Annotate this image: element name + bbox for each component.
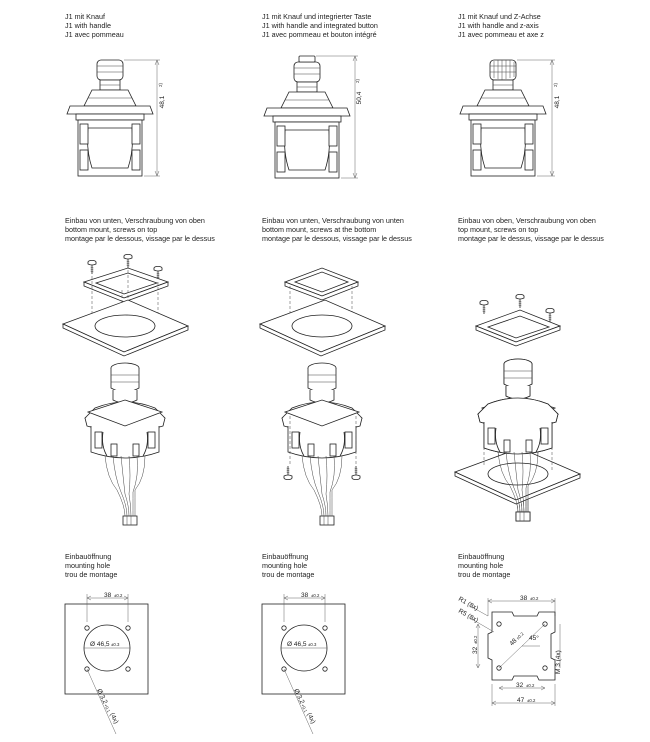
- caption-line-en: mounting hole: [458, 561, 504, 570]
- caption-line-de: Einbauöffnung: [262, 552, 309, 561]
- hole-3-caption: Einbauöffnung mounting hole trou de mont…: [458, 552, 510, 579]
- hole-1-caption: Einbauöffnung mounting hole trou de mont…: [65, 552, 117, 579]
- overall-dimension: 47: [517, 697, 525, 704]
- left-dimension: 32: [472, 646, 479, 654]
- diameter-dimension: Ø 46,5: [90, 641, 110, 648]
- mounting-hole-2: 38 ±0.2 Ø 46,5 ±0.3 Ø 3,2 +0.1 (4x): [261, 592, 346, 735]
- joystick-side-view-z-axis: 48,1 2): [459, 59, 561, 177]
- mounting-view-top-screws-top: [453, 293, 582, 522]
- caption-line-de: Einbauöffnung: [458, 552, 505, 561]
- caption-line-fr: montage par le dessous, vissage par le d…: [262, 234, 412, 243]
- r5-count: (8x): [466, 613, 479, 625]
- caption-line-en: bottom mount, screws on top: [65, 225, 158, 234]
- top-tolerance: ±0.2: [530, 596, 539, 601]
- screw-hole-count: (4x): [108, 712, 119, 725]
- mounting-view-bottom-screws-bottom: [258, 267, 387, 526]
- diagonal-dimension: 48: [508, 637, 518, 647]
- angle-dimension: 45°: [529, 634, 539, 642]
- caption-line-en: J1 with handle: [65, 21, 111, 30]
- spacing-tolerance: ±0.2: [114, 593, 123, 598]
- height-dimension: 50,4: [356, 91, 363, 104]
- screw-hole-tolerance: +0.1: [103, 703, 111, 713]
- height-dimension: 48,1: [554, 95, 561, 108]
- caption-line-en: top mount, screws on top: [458, 225, 539, 234]
- height-dimension: 48,1: [159, 95, 166, 108]
- overall-tolerance: ±0.2: [527, 698, 536, 703]
- caption-line-fr: trou de montage: [262, 570, 315, 579]
- height-note: 2): [355, 79, 360, 83]
- bottom-dimension: 32: [516, 682, 524, 689]
- screw-icon: [351, 465, 361, 481]
- caption-line-fr: J1 avec pommeau et bouton intégré: [262, 30, 377, 39]
- diameter-tolerance: ±0.3: [308, 642, 317, 647]
- screw-icon: [545, 307, 555, 323]
- caption-line-fr: J1 avec pommeau et axe z: [458, 30, 544, 39]
- caption-line-fr: montage par le dessus, vissage par le de…: [458, 234, 604, 243]
- r5-radius: R5: [457, 608, 468, 618]
- spacing-tolerance: ±0.2: [311, 593, 320, 598]
- spacing-dimension: 38: [301, 592, 309, 599]
- diameter-tolerance: ±0.3: [111, 642, 120, 647]
- variant-2-caption: J1 mit Knauf und integrierter Taste J1 w…: [262, 12, 378, 39]
- caption-line-fr: montage par le dessous, vissage par le d…: [65, 234, 215, 243]
- r1-radius: R1: [457, 596, 468, 606]
- caption-line-fr: trou de montage: [65, 570, 118, 579]
- screw-hole-count: (4x): [305, 712, 316, 725]
- thread-dimension: M 3 (4x): [555, 650, 562, 674]
- caption-line-en: mounting hole: [262, 561, 308, 570]
- mounting-3-caption: Einbau von oben, Verschraubung von oben …: [458, 216, 604, 243]
- caption-line-de: Einbauöffnung: [65, 552, 112, 561]
- top-dimension: 38: [520, 595, 528, 602]
- mounting-2-caption: Einbau von unten, Verschraubung von unte…: [262, 216, 412, 243]
- variant-3-caption: J1 mit Knauf und Z-Achse J1 with handle …: [458, 12, 544, 39]
- caption-line-de: J1 mit Knauf: [65, 12, 105, 21]
- hole-2-caption: Einbauöffnung mounting hole trou de mont…: [262, 552, 314, 579]
- joystick-side-view-button: 50,4 2): [263, 55, 363, 179]
- screw-hole-tolerance: +0.1: [300, 703, 308, 713]
- caption-line-en: bottom mount, screws at the bottom: [262, 225, 377, 234]
- spacing-dimension: 38: [104, 592, 112, 599]
- mounting-hole-1: 38 ±0.2 Ø 46,5 ±0.3 Ø 3,2 +0.1 (4x): [64, 592, 149, 735]
- screw-icon: [479, 299, 489, 315]
- mounting-1-caption: Einbau von unten, Verschraubung von oben…: [65, 216, 215, 243]
- screw-icon: [515, 293, 525, 309]
- mounting-hole-3: 38 ±0.2 48 ±0.2 45° R1 (8x) R5 (8x) 32 ±…: [457, 595, 562, 706]
- height-note: 2): [158, 83, 163, 87]
- caption-line-en: J1 with handle and z-axis: [458, 21, 539, 30]
- caption-line-fr: J1 avec pommeau: [65, 30, 124, 39]
- diagonal-tolerance: ±0.2: [515, 631, 525, 641]
- caption-line-fr: trou de montage: [458, 570, 511, 579]
- mounting-view-bottom-screws-top: [61, 253, 190, 526]
- height-note: 2): [553, 83, 558, 87]
- screw-icon: [123, 253, 133, 269]
- caption-line-de: Einbau von unten, Verschraubung von unte…: [262, 216, 404, 225]
- joystick-side-view-handle: 48,1 2): [66, 59, 166, 177]
- diameter-dimension: Ø 46,5: [287, 641, 307, 648]
- caption-line-de: J1 mit Knauf und Z-Achse: [458, 12, 541, 21]
- caption-line-de: J1 mit Knauf und integrierter Taste: [262, 12, 372, 21]
- bottom-tolerance: ±0.2: [526, 683, 535, 688]
- left-tolerance: ±0.2: [473, 635, 478, 644]
- screw-icon: [87, 259, 97, 275]
- caption-line-en: J1 with handle and integrated button: [262, 21, 378, 30]
- caption-line-en: mounting hole: [65, 561, 111, 570]
- caption-line-de: Einbau von oben, Verschraubung von oben: [458, 216, 596, 225]
- caption-line-de: Einbau von unten, Verschraubung von oben: [65, 216, 205, 225]
- r1-count: (8x): [466, 601, 479, 613]
- screw-icon: [283, 465, 293, 481]
- variant-1-caption: J1 mit Knauf J1 with handle J1 avec pomm…: [65, 12, 124, 39]
